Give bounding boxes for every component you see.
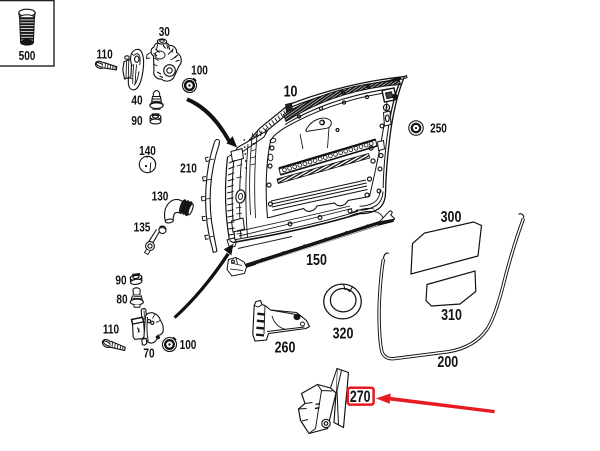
svg-text:270: 270 — [350, 388, 371, 406]
svg-text:320: 320 — [333, 325, 354, 343]
svg-text:110: 110 — [103, 323, 119, 336]
svg-text:130: 130 — [152, 190, 169, 203]
svg-text:150: 150 — [306, 252, 327, 270]
svg-text:70: 70 — [143, 347, 154, 360]
svg-text:100: 100 — [180, 339, 197, 352]
svg-text:100: 100 — [191, 64, 208, 77]
svg-text:80: 80 — [116, 293, 127, 306]
svg-text:200: 200 — [437, 354, 458, 372]
svg-text:210: 210 — [180, 162, 197, 175]
svg-text:250: 250 — [430, 122, 447, 135]
svg-text:10: 10 — [284, 83, 298, 101]
svg-text:135: 135 — [134, 221, 151, 234]
svg-text:300: 300 — [441, 209, 462, 227]
svg-text:90: 90 — [131, 115, 142, 128]
svg-text:310: 310 — [441, 307, 462, 325]
svg-text:500: 500 — [19, 50, 36, 63]
svg-text:40: 40 — [131, 94, 142, 107]
svg-text:110: 110 — [96, 48, 112, 61]
svg-text:140: 140 — [139, 145, 156, 158]
svg-text:260: 260 — [275, 339, 296, 357]
svg-text:90: 90 — [115, 274, 126, 287]
svg-text:30: 30 — [159, 26, 170, 39]
